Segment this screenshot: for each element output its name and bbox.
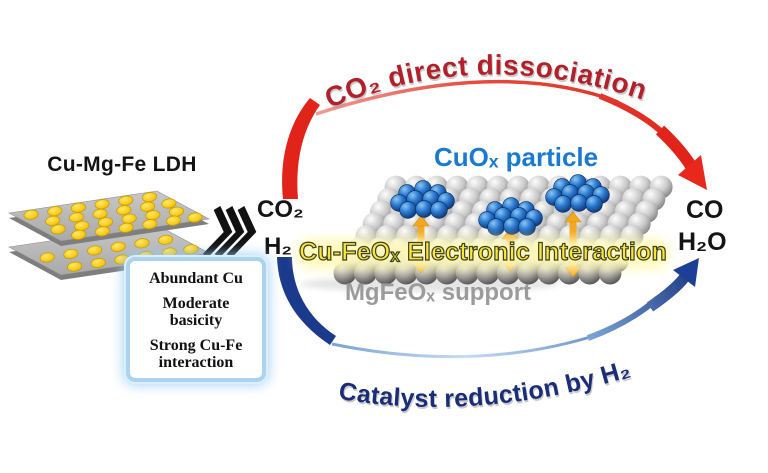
ldh-sheets [8, 190, 210, 280]
electronic-interaction-label: Cu-FeOₓ Electronic Interaction [298, 238, 667, 266]
cuox-particle-label: CuOₓ particle [434, 142, 599, 172]
properties-box: Abundant Cu Moderate basicity Strong Cu-… [126, 257, 266, 382]
property-line: Strong Cu-Fe interaction [149, 336, 243, 372]
ldh-title: Cu-Mg-Fe LDH [47, 153, 197, 176]
property-line: Abundant Cu [149, 270, 243, 287]
reactant-co2-label: CO₂ [257, 196, 304, 223]
reactant-h2-label: H₂ [264, 233, 292, 260]
product-co-label: CO [686, 196, 724, 224]
triple-chevron-icon [202, 205, 257, 259]
red-dissociation-arrow [282, 79, 707, 199]
bottom-pathway-text: Catalyst reduction by H₂ [337, 355, 633, 413]
support-label: MgFeOₓ support [344, 279, 532, 306]
ldh-sheet-lower [8, 224, 210, 280]
blue-reduction-arrow [277, 257, 699, 359]
ldh-sheet-upper [8, 190, 210, 246]
interaction-glow-band [296, 238, 670, 270]
product-h2o-label: H₂O [678, 228, 727, 256]
bottom-pathway-curved-label: Catalyst reduction by H₂ [337, 355, 634, 413]
property-line: Moderate basicity [162, 294, 230, 330]
cuox-clusters [390, 174, 610, 236]
